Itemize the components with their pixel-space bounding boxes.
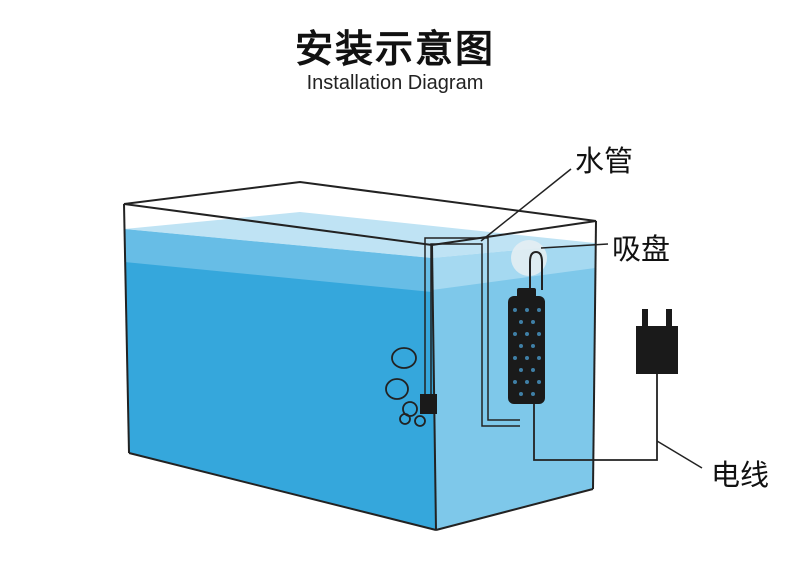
leader-power-cord xyxy=(656,440,703,469)
water-front-face xyxy=(124,229,436,530)
diagram-title: 安装示意图 xyxy=(294,27,495,71)
power-cord xyxy=(533,372,658,461)
label-suction-cup: 吸盘 xyxy=(612,232,671,266)
leader-lines xyxy=(480,168,703,469)
diagram-subtitle: Installation Diagram xyxy=(306,72,484,94)
label-water-pipe: 水管 xyxy=(575,144,634,178)
power-plug-icon xyxy=(636,309,678,374)
pump-icon xyxy=(420,394,437,414)
suction-cup-icon xyxy=(511,240,547,290)
filter-holes xyxy=(513,308,541,396)
aquarium-tank-icon xyxy=(123,180,597,531)
water-top-band xyxy=(124,229,432,292)
label-power-cord: 电线 xyxy=(711,458,770,492)
filter-cartridge-icon xyxy=(508,288,545,404)
water-pipe xyxy=(424,237,520,427)
leader-water-pipe xyxy=(480,168,572,242)
leader-suction-cup xyxy=(540,243,609,249)
air-bubbles-icon xyxy=(385,347,426,427)
